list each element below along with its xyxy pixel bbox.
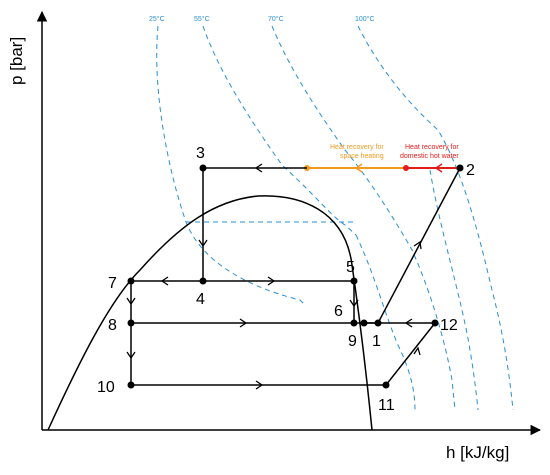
y-axis-label: p [bar] (7, 37, 26, 85)
state-label-4: 4 (196, 291, 205, 308)
isotherm-label-55: 55°C (194, 15, 210, 23)
state-point-11 (382, 381, 390, 389)
state-label-8: 8 (108, 317, 117, 334)
state-label-2: 2 (466, 162, 475, 179)
arrow-8-10 (126, 351, 136, 360)
arrow-12-1 (404, 318, 413, 328)
arrow-4-5 (267, 276, 276, 286)
state-point-12 (431, 319, 439, 327)
isotherm-label-70: 70°C (268, 15, 284, 23)
isotherm-55-lower (355, 234, 416, 411)
isotherm-25 (156, 25, 306, 306)
hot-water-label-1: Heat recovery for (405, 144, 459, 151)
state-point-9 (360, 319, 368, 327)
state-label-5: 5 (346, 259, 355, 276)
hot-water-label-2: domestic hot water (400, 153, 459, 160)
state-point-8 (127, 319, 135, 327)
state-point-1 (374, 319, 382, 327)
state-point-2 (456, 164, 464, 172)
arrow-4-7 (160, 276, 169, 286)
arrow-2-3 (254, 163, 263, 173)
isotherm-100 (357, 25, 514, 411)
state-label-10: 10 (97, 379, 115, 396)
arrow-8-6 (239, 318, 248, 328)
state-label-7: 7 (108, 275, 117, 292)
saturation-dome (47, 195, 373, 431)
state-point-10 (127, 381, 135, 389)
state-label-3: 3 (196, 145, 205, 162)
arrow-11-12 (413, 346, 421, 356)
line-11-to-12 (385, 322, 436, 386)
space-heating-label-1: Heat recovery for (330, 144, 384, 151)
arrow-5-6 (349, 299, 359, 308)
space-heating-arrow (354, 163, 363, 173)
state-label-11: 11 (378, 397, 395, 414)
isotherm-extra (429, 169, 479, 411)
state-label-12: 12 (440, 317, 458, 334)
arrow-1-2 (413, 240, 422, 250)
arrow-3-4 (198, 239, 208, 248)
state-point-3 (199, 164, 207, 172)
state-point-6 (350, 319, 358, 327)
x-axis-label: h [kJ/kg] (446, 443, 509, 462)
line-1-to-2 (377, 167, 461, 324)
isotherm-label-25: 25°C (149, 15, 165, 23)
hot-water-point (403, 165, 409, 171)
arrow-10-11 (255, 380, 264, 390)
state-point-7 (127, 277, 135, 285)
state-label-9: 9 (348, 333, 357, 350)
state-label-1: 1 (372, 333, 381, 350)
state-point-5 (350, 277, 358, 285)
isotherm-70 (271, 25, 456, 411)
space-heating-label-2: space heating (340, 153, 384, 160)
state-point-4 (199, 277, 207, 285)
arrow-7-8 (126, 297, 136, 306)
hot-water-arrow (434, 163, 443, 173)
isotherm-label-100: 100°C (355, 15, 375, 23)
state-label-6: 6 (334, 303, 343, 320)
